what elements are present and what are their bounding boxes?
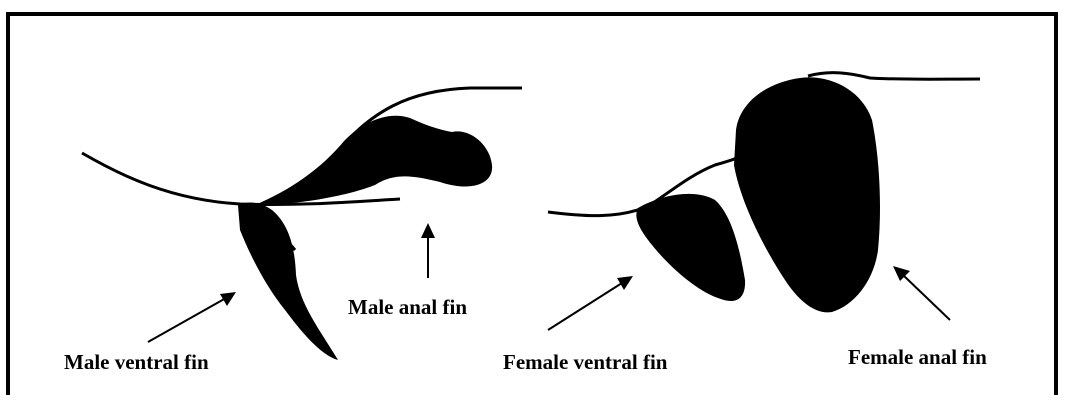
label-female-anal-fin: Female anal fin bbox=[848, 345, 987, 370]
male-ventral-fin bbox=[238, 203, 338, 360]
arrow-male-anal bbox=[421, 223, 435, 278]
label-female-ventral-fin: Female ventral fin bbox=[503, 350, 667, 375]
label-male-ventral-fin: Male ventral fin bbox=[64, 350, 209, 375]
arrow-male-ventral bbox=[148, 292, 236, 342]
female-anal-fin bbox=[734, 77, 880, 312]
arrow-female-anal bbox=[893, 266, 950, 320]
arrow-female-ventral bbox=[548, 276, 633, 330]
male-anal-fin bbox=[255, 116, 492, 205]
female-back-outline bbox=[808, 73, 980, 80]
female-ventral-fin bbox=[636, 194, 745, 301]
label-male-anal-fin: Male anal fin bbox=[348, 295, 467, 320]
